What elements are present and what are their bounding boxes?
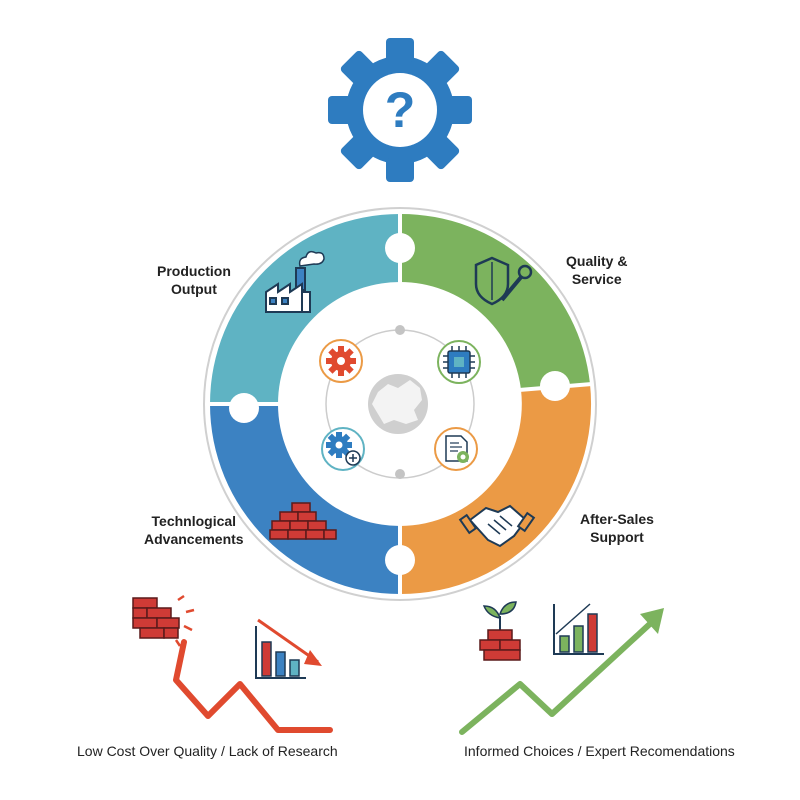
label-technological-advancements: Technlogical Advancements [144, 512, 244, 548]
label-quality-service: Quality & Service [566, 252, 627, 288]
declining-bar-chart-icon [255, 618, 322, 679]
broken-brick-icon [132, 597, 180, 639]
gear-plus-icon [321, 427, 365, 471]
connector-bottom [385, 545, 415, 575]
connector-top [385, 233, 415, 263]
factory-icon [265, 250, 325, 313]
plant-brick-icon [479, 601, 521, 661]
label-line: Advancements [144, 531, 244, 547]
label-line: Service [571, 271, 622, 287]
label-line: Output [171, 281, 217, 297]
label-after-sales-support: After-Sales Support [580, 510, 654, 546]
label-line: Quality & [566, 253, 628, 269]
document-gear-icon [434, 427, 478, 471]
brick-wall-icon [269, 502, 337, 540]
label-line: Technlogical [151, 513, 237, 529]
connector-left [229, 393, 259, 423]
segment-aftersales [400, 384, 592, 595]
label-line: After-Sales [580, 511, 654, 527]
outer-ring [203, 207, 597, 601]
china-map-icon [368, 374, 428, 434]
label-line: Production [157, 263, 231, 279]
gear-icon [319, 339, 363, 383]
gear-question-icon: ? [328, 38, 472, 182]
svg-text:?: ? [385, 82, 416, 138]
handshake-icon [458, 504, 536, 548]
green-up-arrow-icon [459, 608, 664, 735]
rising-bar-chart-icon [553, 603, 604, 655]
caption-informed-choices: Informed Choices / Expert Recomendations [464, 743, 735, 759]
shield-wrench-icon [474, 256, 533, 306]
segment-technology [210, 404, 400, 594]
label-production-output: Production Output [157, 262, 231, 298]
chip-icon [437, 340, 481, 384]
crack-lines [174, 594, 195, 647]
label-line: Support [590, 529, 644, 545]
connector-right [540, 371, 570, 401]
caption-low-cost: Low Cost Over Quality / Lack of Research [77, 743, 338, 759]
red-down-arrow-icon [173, 639, 333, 733]
